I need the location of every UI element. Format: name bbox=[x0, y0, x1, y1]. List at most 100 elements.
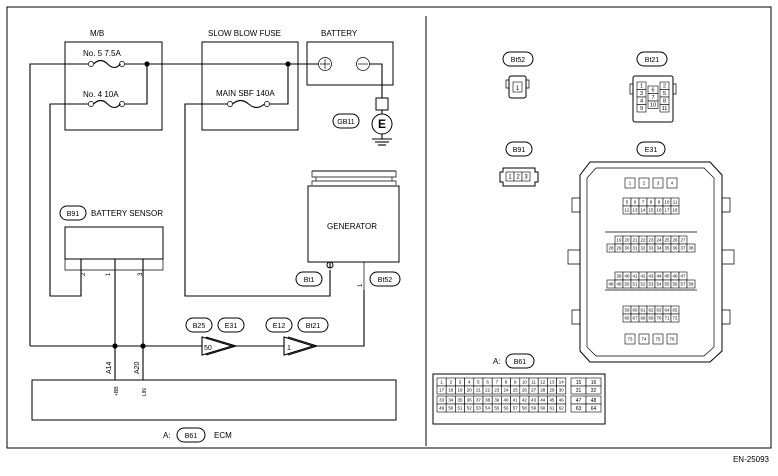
b61-pin: 3 bbox=[459, 380, 462, 385]
e31-pin-cell bbox=[624, 177, 636, 189]
b61-pin: 28 bbox=[540, 388, 545, 393]
battery-plus-icon bbox=[318, 57, 332, 71]
b61-pin: 17 bbox=[439, 388, 444, 393]
e31-pin: 14 bbox=[641, 208, 646, 213]
e31-pin: 72 bbox=[673, 316, 678, 321]
e31-pin: 33 bbox=[649, 246, 654, 251]
e31-pin-cell bbox=[670, 313, 680, 323]
b61-pin: 42 bbox=[522, 398, 527, 403]
e31-pin: 9 bbox=[658, 200, 661, 205]
gen-pin-1: 1 bbox=[358, 283, 364, 287]
b91-code-tag bbox=[505, 141, 533, 157]
b61-pin: 47 bbox=[576, 398, 582, 404]
e31-pin: 10 bbox=[665, 200, 670, 205]
e31-pin-cell bbox=[652, 177, 664, 189]
b61-pin: 16 bbox=[591, 380, 597, 386]
b61-pin: 18 bbox=[448, 388, 453, 393]
e31-pin: 35 bbox=[665, 246, 670, 251]
e31-pin: 75 bbox=[656, 337, 661, 342]
b61-pin: 54 bbox=[485, 406, 490, 411]
e31-pin: 37 bbox=[681, 246, 686, 251]
bt52-connector bbox=[508, 75, 527, 99]
conn-bt21-tag bbox=[297, 317, 329, 333]
b61-pin: 38 bbox=[485, 398, 490, 403]
e31-pin-cell bbox=[624, 333, 636, 345]
e31-pin: 54 bbox=[657, 282, 662, 287]
e31-code-tag bbox=[636, 141, 666, 157]
b61-pin-cell bbox=[585, 385, 602, 395]
e31-pin: 43 bbox=[649, 274, 654, 279]
e31-pin: 8 bbox=[650, 200, 653, 205]
b61-pin: 29 bbox=[550, 388, 555, 393]
e31-pin: 56 bbox=[673, 282, 678, 287]
e31-pin: 65 bbox=[673, 308, 678, 313]
e31-pin: 4 bbox=[671, 181, 674, 186]
conn-e31-tag bbox=[217, 317, 245, 333]
e31-code: E31 bbox=[645, 147, 658, 154]
bt21-pin: 7 bbox=[651, 95, 654, 101]
b61-pin: 23 bbox=[494, 388, 499, 393]
fuse-no4-label: No. 4 10A bbox=[83, 90, 119, 99]
b61-pin: 49 bbox=[439, 406, 444, 411]
e31-pin-cell bbox=[652, 333, 664, 345]
ground-code: GB11 bbox=[337, 119, 354, 126]
e31-pin: 19 bbox=[617, 238, 622, 243]
ground-connector bbox=[375, 97, 389, 111]
e31-pin: 40 bbox=[625, 274, 630, 279]
b61-pin: 19 bbox=[458, 388, 463, 393]
bt21-pin: 10 bbox=[650, 103, 656, 109]
fuse-no5-label: No. 5 7.5A bbox=[83, 49, 121, 58]
figure-code: EN-25093 bbox=[733, 455, 770, 464]
e31-pin: 27 bbox=[681, 238, 686, 243]
bt21-connector bbox=[632, 75, 674, 123]
e31-pin: 34 bbox=[657, 246, 662, 251]
sensor-pin-3: 3 bbox=[138, 272, 144, 276]
e31-pin: 20 bbox=[625, 238, 630, 243]
b61-code-tag bbox=[505, 353, 535, 369]
main-sbf-label: MAIN SBF 140A bbox=[216, 89, 275, 98]
sensor-code-tag bbox=[59, 205, 87, 221]
e31-pin: 39 bbox=[617, 274, 622, 279]
b61-pin: 20 bbox=[467, 388, 472, 393]
e31-pin: 29 bbox=[617, 246, 622, 251]
e31-pin: 51 bbox=[633, 282, 638, 287]
gen-code-2-tag bbox=[369, 271, 401, 287]
b61-pin: 22 bbox=[485, 388, 490, 393]
bt21-pin: 3 bbox=[640, 91, 643, 97]
b61-pin: 46 bbox=[559, 398, 564, 403]
ground-symbol: E bbox=[378, 117, 386, 131]
ecm-box bbox=[31, 379, 397, 421]
e31-pin: 69 bbox=[649, 316, 654, 321]
b61-pin: 21 bbox=[476, 388, 481, 393]
e31-pin: 67 bbox=[633, 316, 638, 321]
sbf-title: SLOW BLOW FUSE bbox=[208, 29, 281, 38]
e31-pin: 5 bbox=[626, 200, 629, 205]
battery-sensor-box bbox=[64, 226, 164, 260]
e31-pin: 71 bbox=[665, 316, 670, 321]
b61-pin: 44 bbox=[540, 398, 545, 403]
b61-pin: 63 bbox=[576, 406, 582, 412]
e31-pin-cell bbox=[686, 243, 696, 253]
bt21-pin-cell bbox=[636, 104, 647, 113]
bt21-pin: 8 bbox=[663, 99, 666, 105]
e31-pin: 52 bbox=[641, 282, 646, 287]
b61-pin: 10 bbox=[522, 380, 527, 385]
bt21-code-tag bbox=[636, 51, 668, 67]
e31-pin: 74 bbox=[642, 337, 647, 342]
bt21-pin: 4 bbox=[640, 99, 643, 105]
conn-e12-tag bbox=[265, 317, 293, 333]
e31-pin: 44 bbox=[657, 274, 662, 279]
e31-pin-cell bbox=[638, 177, 650, 189]
bt52-code-tag bbox=[502, 51, 534, 67]
slow-blow-fuse-box bbox=[201, 41, 299, 131]
e31-pin: 58 bbox=[689, 282, 694, 287]
b61-pin: 32 bbox=[591, 388, 597, 394]
b61-pin: 58 bbox=[522, 406, 527, 411]
bt21-pin-cell bbox=[659, 104, 670, 113]
main-sbf-symbol bbox=[227, 99, 270, 109]
e31-connector bbox=[567, 161, 735, 363]
conn-b25: B25 bbox=[193, 323, 206, 330]
